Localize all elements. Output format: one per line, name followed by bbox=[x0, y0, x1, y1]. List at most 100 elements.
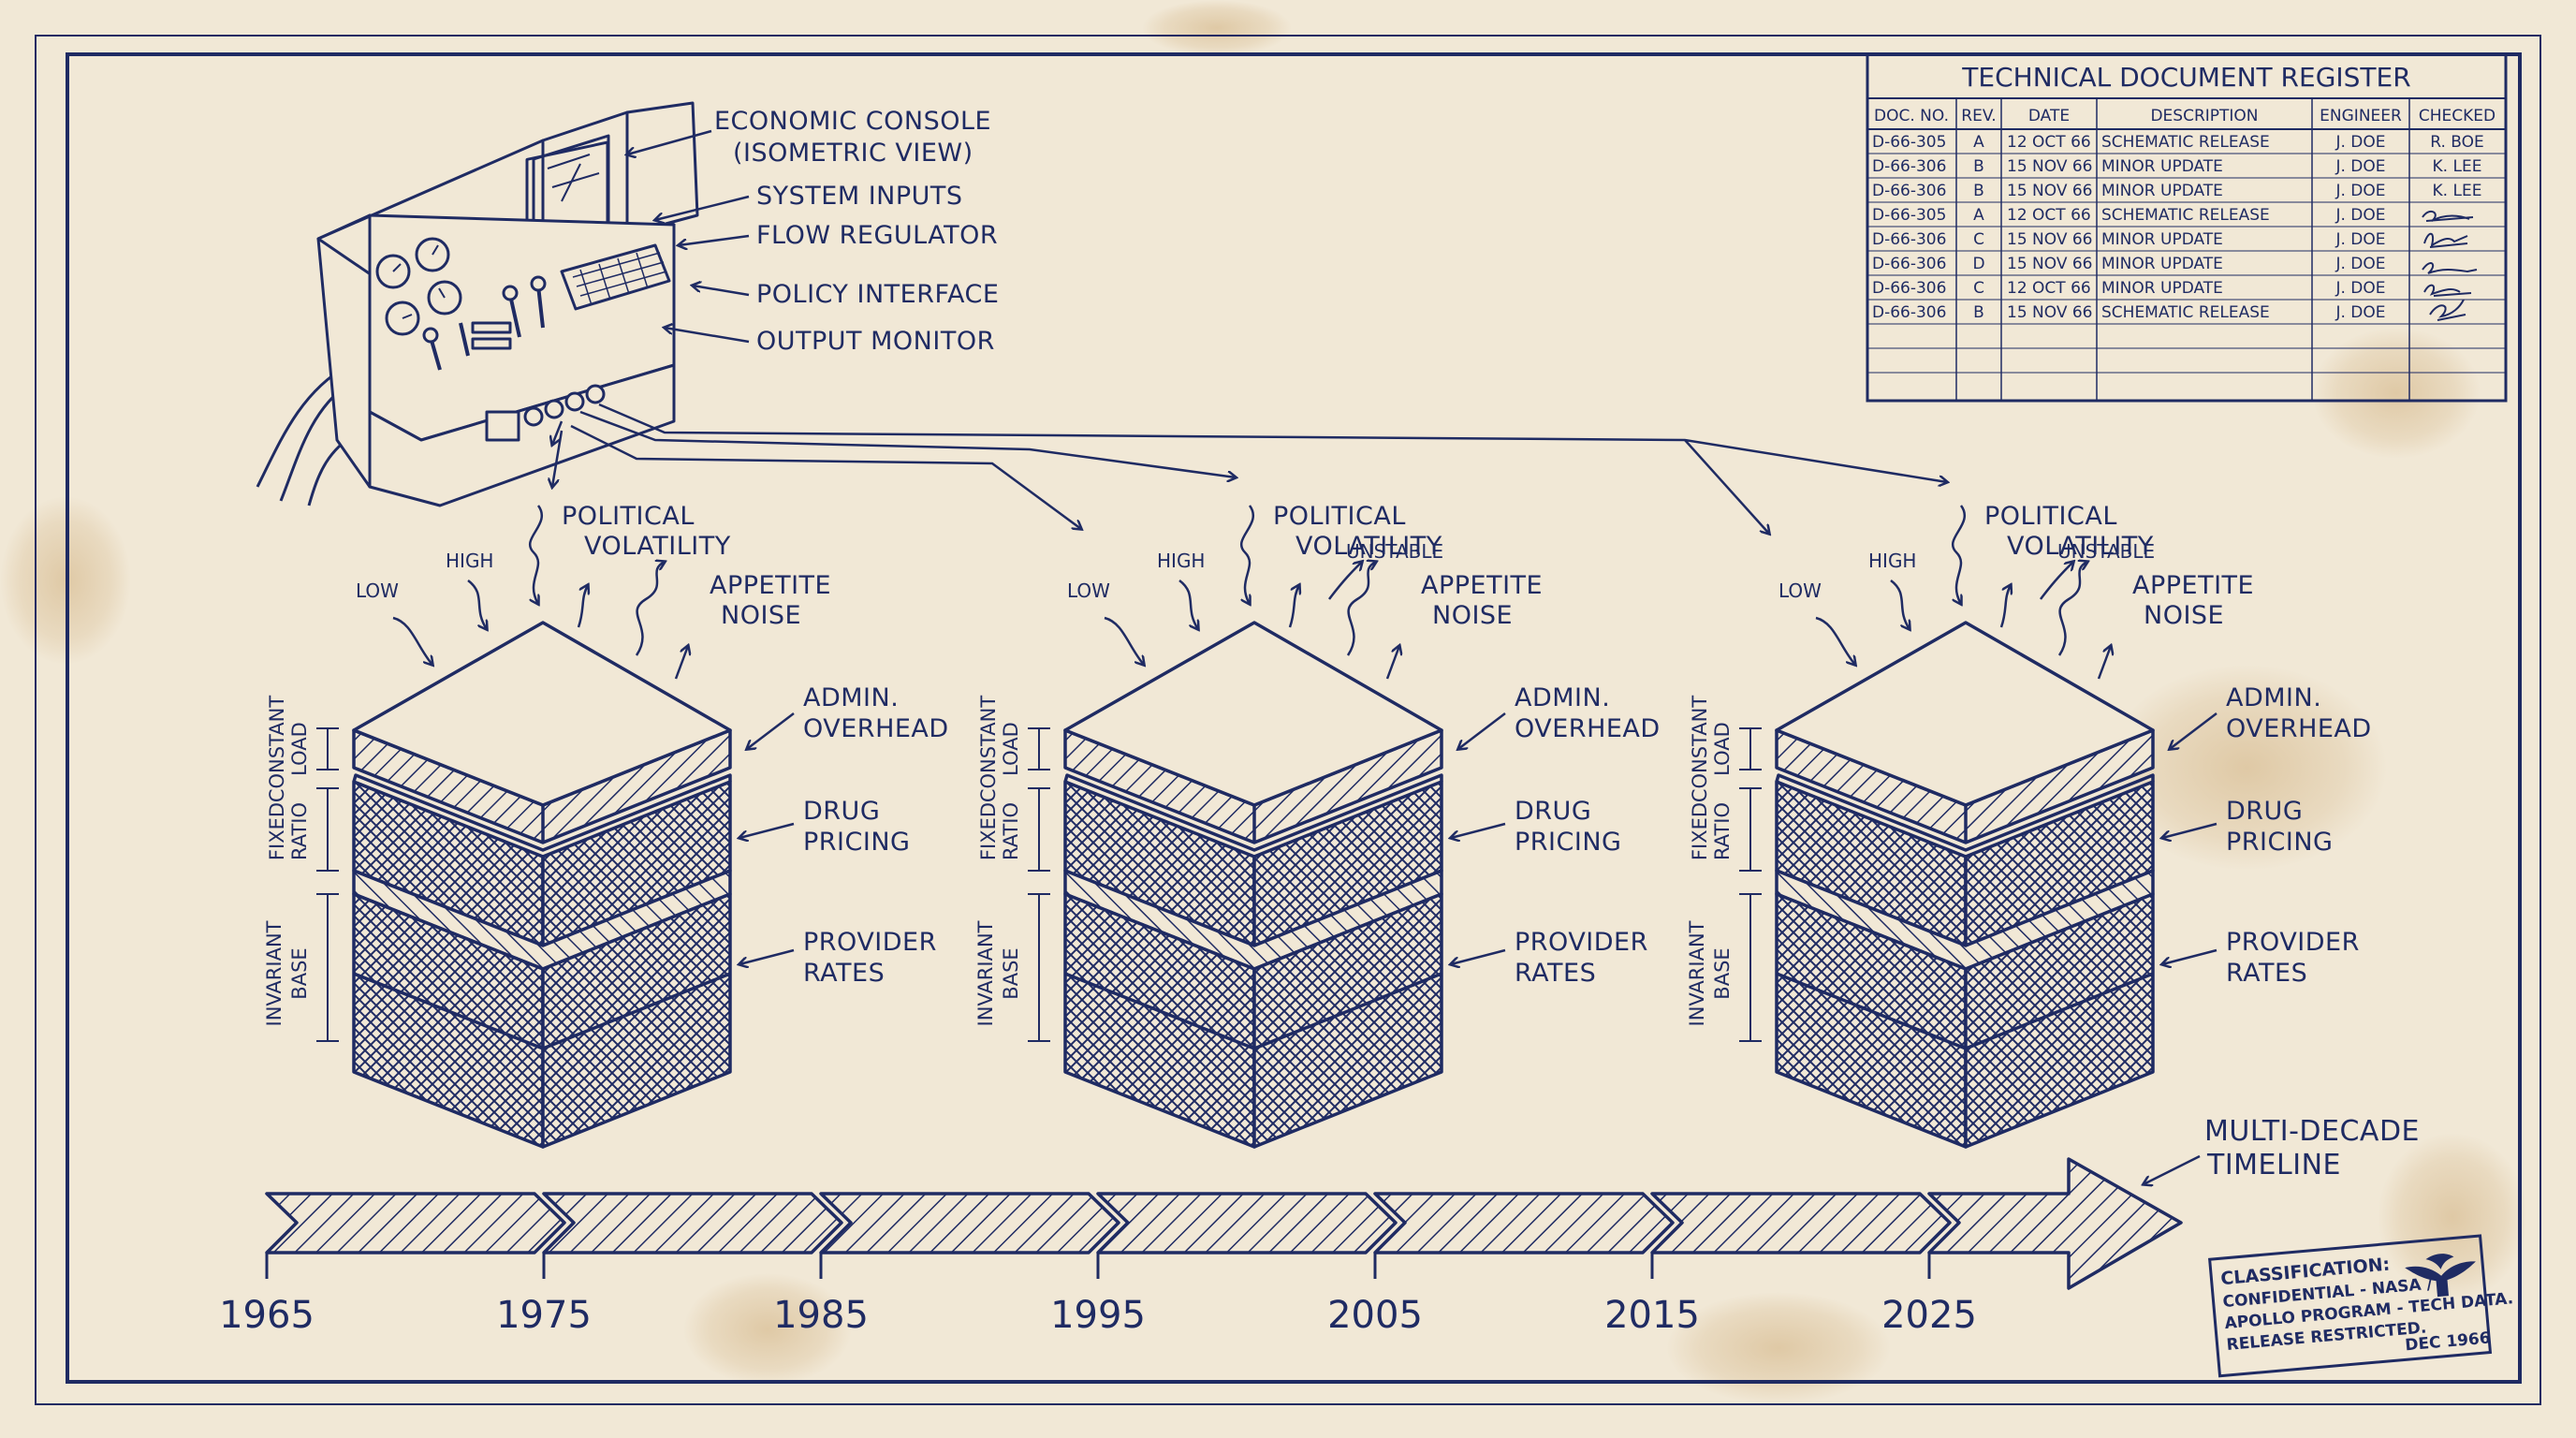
register-cell: K. LEE bbox=[2433, 182, 2482, 200]
timeline-arrowhead bbox=[1927, 1157, 2183, 1290]
dimension-label: RATIO bbox=[288, 802, 311, 860]
timeline-year: 2005 bbox=[1327, 1294, 1423, 1337]
outer-border bbox=[35, 35, 2541, 1405]
timeline-label: MULTI-DECADE bbox=[2204, 1115, 2420, 1148]
label-political-volatility: POLITICAL bbox=[1984, 502, 2117, 531]
timeline-year: 1995 bbox=[1050, 1294, 1146, 1337]
dimension-label: RATIO bbox=[1711, 802, 1734, 860]
register-cell: D-66-305 bbox=[1872, 206, 1946, 225]
eagle-seal-icon bbox=[2405, 1254, 2476, 1298]
label-provider-rates: RATES bbox=[1515, 959, 1596, 988]
dimension-label: CONSTANT bbox=[977, 696, 1000, 803]
dimension-label: FIXED bbox=[1689, 802, 1711, 860]
timeline-year: 1965 bbox=[219, 1294, 315, 1337]
register-cell: R. BOE bbox=[2430, 133, 2484, 152]
label-low: LOW bbox=[1778, 580, 1822, 602]
register-cell: SCHEMATIC RELEASE bbox=[2101, 206, 2270, 225]
register-cell: MINOR UPDATE bbox=[2101, 279, 2223, 298]
register-header-row: DOC. NO. REV. DATE DESCRIPTION ENGINEER … bbox=[1874, 107, 2496, 125]
console-connectors bbox=[552, 403, 1947, 534]
label-system-inputs: SYSTEM INPUTS bbox=[756, 182, 963, 211]
timeline-segments bbox=[265, 1157, 2183, 1290]
register-header: DOC. NO. bbox=[1874, 107, 1949, 125]
register-header: CHECKED bbox=[2419, 107, 2496, 125]
dimension-label: FIXED bbox=[977, 802, 1000, 860]
dimension-label: BASE bbox=[1000, 947, 1022, 999]
register-cell: MINOR UPDATE bbox=[2101, 230, 2223, 249]
label-appetite-noise: NOISE bbox=[2144, 601, 2224, 630]
dimension-label: INVARIANT bbox=[974, 920, 997, 1026]
label-unstable: UNSTABLE bbox=[2057, 540, 2155, 563]
timeline-callout-arrow bbox=[2144, 1154, 2201, 1184]
timeline-year: 2015 bbox=[1604, 1294, 1700, 1337]
register-cell: 15 NOV 66 bbox=[2007, 255, 2093, 273]
register-cell: A bbox=[1973, 206, 1984, 225]
timeline-segment bbox=[1650, 1192, 1952, 1255]
register-cell: J. DOE bbox=[2334, 157, 2385, 176]
dimension-label: BASE bbox=[1711, 947, 1734, 999]
register-cell: 12 OCT 66 bbox=[2007, 279, 2091, 298]
label-political-volatility: VOLATILITY bbox=[584, 532, 731, 561]
dimension-label: CONSTANT bbox=[266, 696, 288, 803]
dimension-label: BASE bbox=[288, 947, 311, 999]
label-unstable: UNSTABLE bbox=[1346, 540, 1443, 563]
timeline-label: TIMELINE bbox=[2206, 1149, 2341, 1181]
register-cell: J. DOE bbox=[2334, 255, 2385, 273]
label-admin-overhead: ADMIN. bbox=[2226, 683, 2321, 712]
timeline-year: 1975 bbox=[496, 1294, 592, 1337]
label-political-volatility: VOLATILITY bbox=[2007, 532, 2154, 561]
label-drug-pricing: DRUG bbox=[1515, 797, 1591, 826]
register-cell: 15 NOV 66 bbox=[2007, 230, 2093, 249]
register-cell: J. DOE bbox=[2334, 182, 2385, 200]
register-header: DATE bbox=[2028, 107, 2070, 125]
dimension-label: LOAD bbox=[1000, 722, 1022, 776]
label-political-volatility: VOLATILITY bbox=[1295, 532, 1442, 561]
label-appetite-noise: NOISE bbox=[721, 601, 801, 630]
label-low: LOW bbox=[1067, 580, 1110, 602]
dimension-label: RATIO bbox=[1000, 802, 1022, 860]
register-cell: D-66-305 bbox=[1872, 133, 1946, 152]
label-political-volatility: POLITICAL bbox=[562, 502, 695, 531]
label-drug-pricing: DRUG bbox=[803, 797, 880, 826]
console-title: ECONOMIC CONSOLE bbox=[714, 107, 991, 136]
label-admin-overhead: ADMIN. bbox=[803, 683, 899, 712]
register-cell: D-66-306 bbox=[1872, 157, 1946, 176]
register-cell: D-66-306 bbox=[1872, 303, 1946, 322]
label-policy-interface: POLICY INTERFACE bbox=[756, 280, 999, 309]
register-header: ENGINEER bbox=[2320, 107, 2402, 125]
register-cell: A bbox=[1973, 133, 1984, 152]
register-title: TECHNICAL DOCUMENT REGISTER bbox=[1961, 62, 2410, 93]
label-admin-overhead: ADMIN. bbox=[1515, 683, 1610, 712]
label-high: HIGH bbox=[446, 550, 493, 572]
register-cell: K. LEE bbox=[2433, 157, 2482, 176]
label-provider-rates: PROVIDER bbox=[2226, 928, 2360, 957]
register-cell: C bbox=[1973, 230, 1984, 249]
label-admin-overhead: OVERHEAD bbox=[803, 714, 949, 743]
signature-marks bbox=[2422, 210, 2478, 321]
label-drug-pricing: DRUG bbox=[2226, 797, 2303, 826]
register-cell: J. DOE bbox=[2334, 133, 2385, 152]
register-cell: B bbox=[1973, 303, 1984, 322]
register-cell: 15 NOV 66 bbox=[2007, 157, 2093, 176]
label-admin-overhead: OVERHEAD bbox=[2226, 714, 2372, 743]
dimension-label: CONSTANT bbox=[1689, 696, 1711, 803]
register-cell: J. DOE bbox=[2334, 303, 2385, 322]
register-cell: D-66-306 bbox=[1872, 255, 1946, 273]
timeline-segment bbox=[819, 1192, 1120, 1255]
register-cell: B bbox=[1973, 157, 1984, 176]
console-subtitle: (ISOMETRIC VIEW) bbox=[733, 139, 973, 168]
label-provider-rates: PROVIDER bbox=[1515, 928, 1648, 957]
register-cell: J. DOE bbox=[2334, 279, 2385, 298]
label-flow-regulator: FLOW REGULATOR bbox=[756, 221, 998, 250]
dimension-label: INVARIANT bbox=[1686, 920, 1708, 1026]
label-political-volatility: POLITICAL bbox=[1273, 502, 1406, 531]
